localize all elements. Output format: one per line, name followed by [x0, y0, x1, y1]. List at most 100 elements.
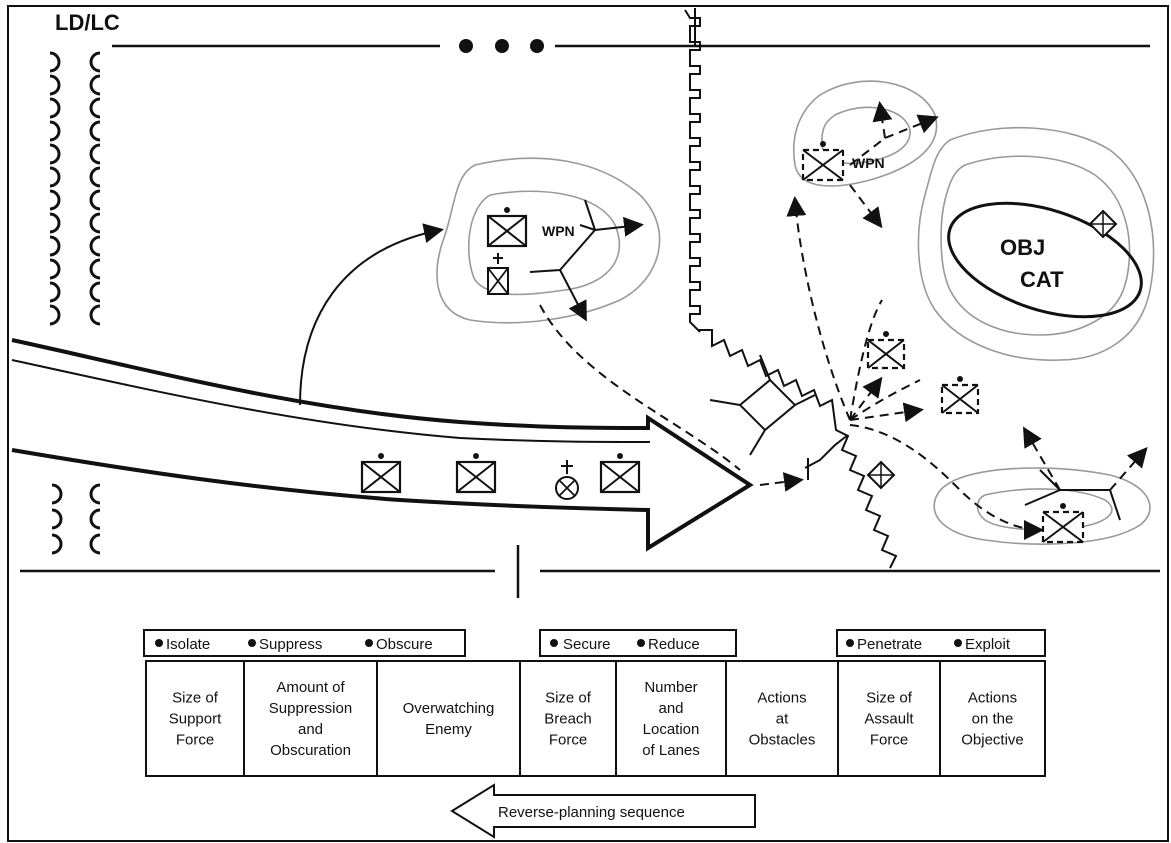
breach-point-symbol	[709, 354, 849, 480]
wire-obstacle-diagonal	[698, 329, 898, 569]
ld-arc	[49, 212, 61, 234]
ld-arc	[49, 166, 61, 188]
table-cell-line: and	[298, 721, 323, 738]
ld-arc	[49, 304, 61, 326]
ld-arc	[49, 97, 61, 119]
wire-obstacle-symbol	[684, 9, 701, 333]
lc-arc	[89, 166, 101, 188]
table-cell-line: at	[776, 711, 789, 728]
tab-item-exploit: Exploit	[965, 636, 1011, 653]
infantry-unit-symbol	[599, 453, 641, 494]
table-cell-line: Actions	[757, 690, 806, 707]
bottom-boundary-line	[20, 545, 1160, 598]
lc-arc	[89, 97, 101, 119]
tab-group-penetrate: Penetrate Exploit	[836, 629, 1046, 657]
weapon-label-2: WPN	[852, 155, 885, 171]
tab-item-obscure: Obscure	[376, 636, 433, 653]
reverse-planning-arrow: Reverse-planning sequence	[450, 783, 756, 839]
ld-arc	[49, 189, 61, 211]
table-cell-line: Size of	[172, 690, 219, 707]
line-of-departure-symbol	[49, 51, 101, 326]
weapon-label-1: WPN	[542, 223, 575, 239]
lc-arc	[89, 212, 101, 234]
lc-arc	[89, 51, 101, 73]
obstacle-diamond-icon	[1088, 209, 1118, 239]
tab-group-secure: Secure Reduce	[539, 629, 737, 657]
support-maneuver-arrow	[299, 223, 444, 406]
lc-arc	[89, 281, 101, 303]
lc-arc	[89, 533, 101, 555]
lc-arc	[89, 258, 101, 280]
tab-item-suppress: Suppress	[259, 636, 322, 653]
table-cell-line: Suppression	[269, 700, 352, 717]
objective-ellipse	[947, 201, 1143, 319]
table-cell-line: Overwatching	[403, 700, 495, 717]
medical-unit-symbol	[555, 460, 579, 500]
table-cell-line: Support	[169, 711, 222, 728]
ld-arc	[49, 51, 61, 73]
tab-item-penetrate: Penetrate	[857, 636, 922, 653]
objective-label-line2: CAT	[1020, 267, 1064, 292]
direction-of-fire-lines	[529, 199, 1121, 521]
tab-item-secure: Secure	[563, 636, 611, 653]
line-of-departure-symbol-lower	[51, 483, 101, 555]
ld-arc	[51, 533, 63, 555]
dashed-routes	[539, 101, 1148, 540]
table-cell-line: of Lanes	[642, 742, 700, 759]
infantry-unit-symbol	[801, 141, 845, 182]
table-cell-line: Assault	[864, 711, 914, 728]
infantry-unit-symbol	[360, 453, 402, 494]
ld-arc	[49, 281, 61, 303]
ld-arc	[49, 74, 61, 96]
table-cell-line: Objective	[961, 732, 1024, 749]
tab-group-isolate: Isolate Suppress Obscure	[143, 629, 466, 657]
ld-arc	[51, 508, 63, 530]
table-cell-line: Size of	[545, 690, 592, 707]
lc-arc	[89, 143, 101, 165]
table-cell-line: Obscuration	[270, 742, 351, 759]
ld-arc	[49, 258, 61, 280]
lc-arc	[89, 189, 101, 211]
ld-arc	[49, 143, 61, 165]
lc-arc	[89, 74, 101, 96]
table-cell-line: and	[658, 700, 683, 717]
frame-border	[7, 5, 1169, 842]
infantry-unit-symbol	[455, 453, 497, 494]
tab-item-isolate: Isolate	[166, 636, 210, 653]
table-cell-line: Enemy	[425, 721, 472, 738]
lc-arc	[89, 120, 101, 142]
table-cell-line: Actions	[968, 690, 1017, 707]
main-attack-arrow	[11, 338, 754, 552]
infantry-unit-symbol	[1041, 503, 1085, 544]
engineer-unit-symbol	[487, 253, 509, 295]
terrain-contours	[436, 80, 1155, 545]
ld-arc	[49, 235, 61, 257]
table-cell-line: Force	[870, 732, 908, 749]
table-cell-line: Location	[643, 721, 700, 738]
table-cell-line: Obstacles	[749, 732, 816, 749]
tab-item-reduce: Reduce	[648, 636, 700, 653]
obstacle-diamond-icon	[866, 460, 896, 490]
ld-arc	[51, 483, 63, 505]
ellipsis-dots-icon	[459, 39, 544, 53]
table-cell-line: Force	[176, 732, 214, 749]
ld-lc-label: LD/LC	[55, 10, 120, 35]
main-arrow-inner-line	[11, 359, 651, 443]
lc-arc	[89, 304, 101, 326]
table-cell-line: Amount of	[276, 679, 345, 696]
infantry-unit-symbol	[866, 331, 906, 370]
infantry-unit-symbol	[486, 207, 528, 248]
objective-label-line1: OBJ	[1000, 235, 1045, 260]
unit-symbols	[360, 141, 1118, 544]
table-cell-line: Breach	[544, 711, 592, 728]
